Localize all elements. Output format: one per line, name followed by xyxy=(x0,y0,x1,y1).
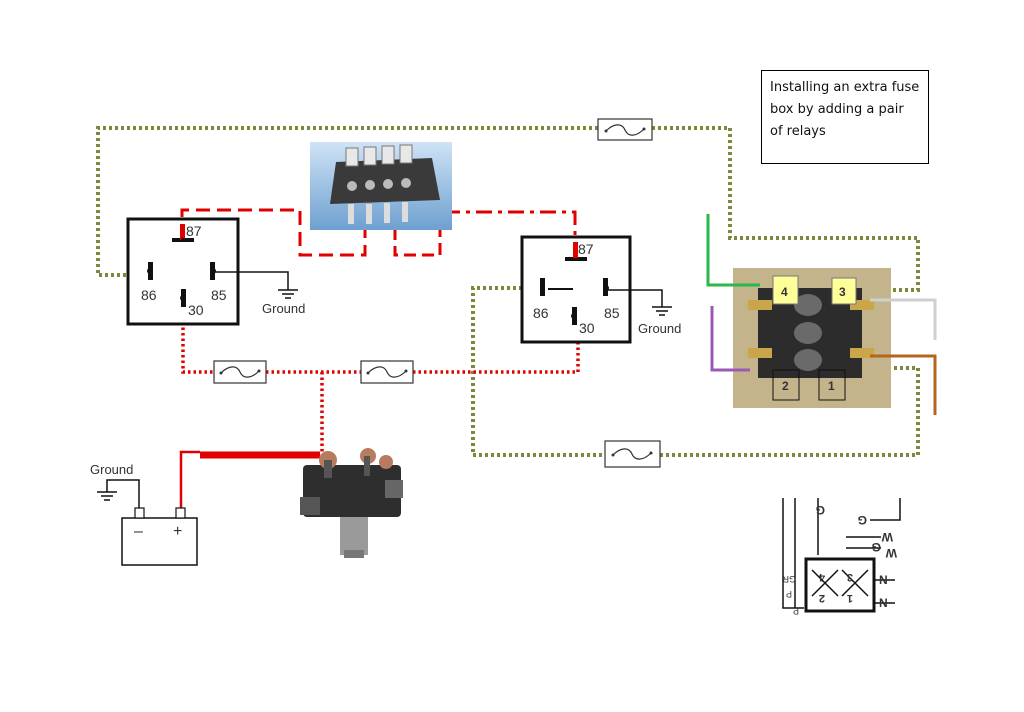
schematic-label-p1: P xyxy=(786,589,792,599)
schematic-label-3: 3 xyxy=(847,571,853,583)
ground-battery: Ground xyxy=(90,462,140,508)
pin-86-label: 86 xyxy=(533,305,549,321)
battery-minus: – xyxy=(134,523,143,540)
pin-30-label: 30 xyxy=(188,302,204,318)
ground-left: Ground xyxy=(215,271,305,316)
battery-plus: + xyxy=(173,523,182,540)
schematic-label-w1: W xyxy=(881,530,893,544)
fuse-bottom xyxy=(604,440,661,468)
schematic-label-4: 4 xyxy=(818,571,825,583)
pin-85-label: 85 xyxy=(211,287,227,303)
pin-87-label: 87 xyxy=(578,241,594,257)
battery: – + xyxy=(121,507,198,566)
fuse-middle xyxy=(360,360,414,384)
switch-wires xyxy=(706,214,937,415)
relay-right: 87 86 85 30 xyxy=(520,235,632,344)
schematic-label-g2: G xyxy=(858,513,867,527)
terminal-2-label: 2 xyxy=(782,379,789,393)
pin-30-label: 30 xyxy=(579,320,595,336)
schematic-label-gr: GR xyxy=(782,574,796,584)
schematic-label-2: 2 xyxy=(819,592,825,604)
schematic-label-n2: N xyxy=(879,596,888,610)
ground-label-left: Ground xyxy=(262,301,305,316)
ground-right: Ground xyxy=(608,289,681,336)
terminal-4-label: 4 xyxy=(781,285,788,299)
terminal-1-label: 1 xyxy=(828,379,835,393)
pin-87-label: 87 xyxy=(186,223,202,239)
switch-schematic: G G W G W N N 4 3 2 1 GR P P xyxy=(782,498,901,616)
terminal-3-label: 3 xyxy=(839,285,846,299)
pin-86-label: 86 xyxy=(141,287,157,303)
fuse-top xyxy=(597,118,653,141)
schematic-label-p2: P xyxy=(793,606,799,616)
olive-dotted-wires xyxy=(96,126,920,457)
note-box: Installing an extra fuse box by adding a… xyxy=(761,70,929,164)
schematic-label-n1: N xyxy=(879,573,888,587)
note-text: Installing an extra fuse box by adding a… xyxy=(770,80,920,139)
fuse-left xyxy=(213,360,267,384)
ground-label-right: Ground xyxy=(638,321,681,336)
schematic-label-w2: W xyxy=(885,546,897,560)
pin-85-label: 85 xyxy=(604,305,620,321)
switch-image: 4 3 2 1 xyxy=(733,268,891,408)
schematic-label-1: 1 xyxy=(847,592,853,604)
ground-label-battery: Ground xyxy=(90,462,133,477)
solenoid-image xyxy=(300,448,403,558)
schematic-label-g3: G xyxy=(872,540,881,554)
relay-left: 87 86 85 30 xyxy=(126,217,240,326)
schematic-label-g1: G xyxy=(816,503,825,517)
fuse-box-image xyxy=(310,142,452,230)
